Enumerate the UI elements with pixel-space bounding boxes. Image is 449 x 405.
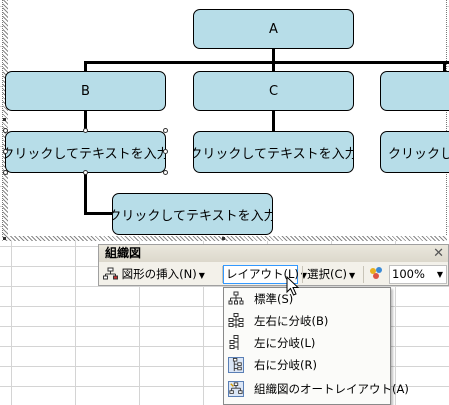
toolbar-separator: [302, 266, 303, 283]
chevron-down-icon: ▼: [300, 271, 308, 280]
org-node-b-sub-label: クリックしてテキストを入力: [5, 146, 166, 162]
menu-item-label: 組織図のオートレイアウト(A): [254, 382, 409, 396]
canvas-handle-bm[interactable]: [222, 237, 225, 240]
menu-item-both-hanging[interactable]: 左右に分岐(B): [224, 310, 390, 332]
org-node-c-sub[interactable]: クリックしてテキストを入力: [193, 131, 354, 173]
org-node-assistant-label: クリックしてテキストを入力: [112, 208, 273, 224]
connector-assist-vertical: [84, 172, 87, 214]
chevron-down-icon: ▼: [198, 271, 205, 280]
org-node-b[interactable]: B: [5, 71, 166, 111]
connector-b-down: [84, 110, 87, 132]
org-node-a-label: A: [269, 21, 278, 37]
connector-b-up: [84, 61, 87, 73]
toolbar-separator: [363, 266, 364, 283]
selection-handle-tl[interactable]: [3, 128, 8, 133]
selection-handle-ml[interactable]: [3, 149, 8, 154]
org-both-hanging-icon: [228, 313, 244, 328]
connector-assist-horizontal: [84, 212, 112, 215]
org-node-d[interactable]: [380, 71, 449, 111]
org-standard-icon: [228, 291, 244, 305]
selection-handle-bm[interactable]: [83, 170, 88, 175]
mouse-cursor-icon: [286, 276, 300, 296]
chevron-down-icon: ▼: [349, 271, 356, 280]
layout-dropdown-menu[interactable]: 標準(S) 左右に分岐(B) 左に分岐(L): [223, 287, 409, 405]
menu-item-label: 右に分岐(R): [254, 358, 317, 372]
selection-handle-br[interactable]: [163, 170, 168, 175]
canvas-handle-ml[interactable]: [3, 118, 6, 121]
insert-shape-icon: [103, 267, 118, 280]
org-node-c-label: C: [268, 83, 279, 99]
org-node-assistant[interactable]: クリックしてテキストを入力: [112, 193, 273, 235]
org-left-hanging-icon: [229, 335, 239, 350]
zoom-value: 100%: [392, 267, 425, 281]
menu-item-left-hanging[interactable]: 左に分岐(L): [224, 332, 390, 354]
autoformat-icon: [370, 267, 382, 279]
connector-d-up: [443, 61, 446, 73]
menu-item-right-hanging[interactable]: 右に分岐(R): [224, 354, 390, 376]
selection-handle-mr[interactable]: [163, 149, 168, 154]
connector-horizontal: [85, 61, 449, 64]
org-node-d-sub[interactable]: クリックして: [380, 131, 449, 173]
toolbar-separator: [222, 266, 223, 283]
connector-a-down: [272, 48, 275, 63]
org-node-b-sub[interactable]: クリックしてテキストを入力: [5, 131, 166, 173]
toolbar-title: 組織図: [105, 246, 142, 260]
org-chart-toolbar[interactable]: 組織図 ✕ 図形の挿入(N)▼ レイアウト(L)▼ 選択(C)▼: [98, 244, 449, 286]
select-menu-button[interactable]: 選択(C)▼: [305, 265, 361, 284]
connector-c-up: [272, 61, 275, 73]
zoom-select[interactable]: 100% ▼: [389, 265, 447, 284]
org-node-d-sub-label: クリックして: [388, 146, 449, 162]
menu-item-label: 左右に分岐(B): [254, 314, 329, 328]
menu-item-label: 左に分岐(L): [254, 336, 316, 350]
selection-handle-tr[interactable]: [163, 128, 168, 133]
org-node-c-sub-label: クリックしてテキストを入力: [193, 146, 354, 162]
org-autolayout-icon: [228, 381, 244, 397]
canvas-handle-bl[interactable]: [3, 237, 6, 240]
layout-menu-label: レイアウト(L): [226, 267, 299, 281]
menu-item-autolayout[interactable]: 組織図のオートレイアウト(A): [224, 378, 409, 400]
org-right-hanging-icon: [228, 357, 244, 373]
selection-handle-bl[interactable]: [3, 170, 8, 175]
autoformat-button[interactable]: [367, 265, 385, 284]
org-node-b-label: B: [81, 83, 90, 99]
menu-item-standard[interactable]: 標準(S): [224, 288, 390, 310]
close-icon[interactable]: ✕: [433, 246, 444, 261]
chevron-down-icon: ▼: [436, 270, 443, 279]
toolbar-title-bar[interactable]: 組織図 ✕: [99, 245, 448, 262]
connector-c-down: [272, 110, 275, 132]
toolbar-row: 図形の挿入(N)▼ レイアウト(L)▼ 選択(C)▼ 100% ▼: [99, 263, 448, 286]
menu-item-label: 標準(S): [254, 292, 294, 306]
insert-shape-button[interactable]: 図形の挿入(N)▼: [101, 265, 221, 284]
layout-menu-button[interactable]: レイアウト(L)▼: [223, 265, 307, 284]
org-node-c[interactable]: C: [193, 71, 354, 111]
org-node-a[interactable]: A: [193, 9, 354, 49]
insert-shape-label: 図形の挿入(N): [121, 267, 197, 281]
select-menu-label: 選択(C): [307, 267, 348, 281]
selection-handle-tm[interactable]: [83, 128, 88, 133]
